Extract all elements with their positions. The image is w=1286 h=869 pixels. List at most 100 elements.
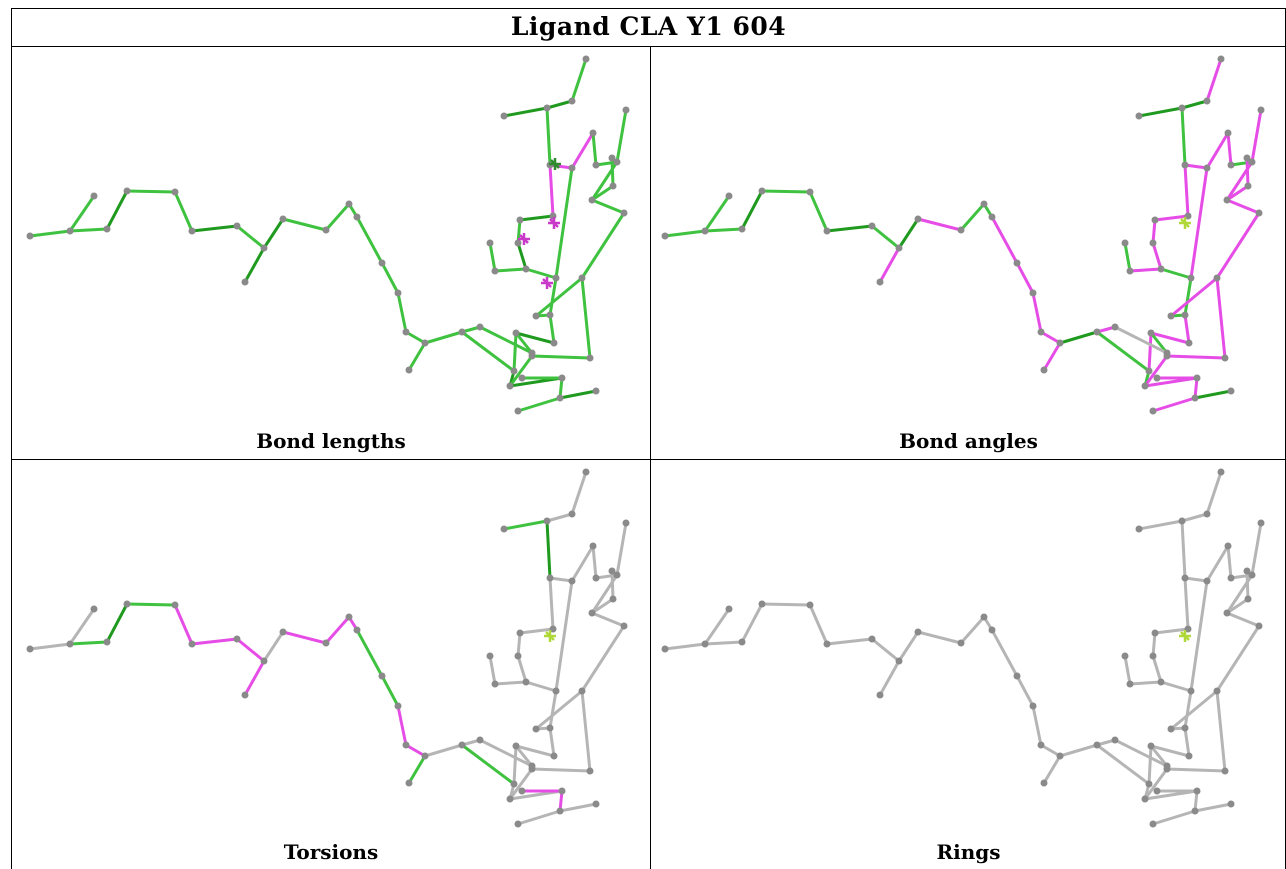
bond — [545, 512, 574, 523]
atom — [1149, 239, 1157, 247]
bond — [1137, 519, 1184, 531]
bond — [1015, 261, 1035, 295]
metal-center-marker — [1179, 630, 1191, 642]
bond — [488, 241, 497, 273]
atom — [1193, 374, 1201, 382]
bond — [1113, 325, 1169, 355]
bond — [1149, 331, 1191, 345]
bond — [545, 106, 552, 167]
atom — [500, 525, 508, 533]
bond — [570, 131, 595, 170]
bond — [959, 615, 986, 645]
bond — [1147, 331, 1153, 373]
atom — [1248, 571, 1256, 579]
bond — [703, 640, 744, 646]
atom — [550, 752, 558, 760]
bond — [959, 202, 986, 232]
atom — [518, 787, 526, 795]
bond — [1151, 654, 1163, 684]
atom — [1185, 339, 1193, 347]
atom — [1040, 779, 1048, 787]
bond — [545, 519, 552, 580]
bond — [502, 519, 549, 531]
atom — [66, 227, 74, 235]
atom — [758, 600, 766, 608]
bond — [125, 189, 177, 194]
bond — [1180, 519, 1187, 580]
bond — [740, 602, 764, 644]
atom — [608, 154, 616, 162]
atom — [458, 741, 466, 749]
bond — [1193, 802, 1233, 813]
bond — [68, 194, 96, 233]
bond — [1215, 211, 1261, 280]
bond — [548, 576, 555, 631]
bond — [190, 637, 239, 646]
bond — [615, 108, 628, 164]
bond — [512, 331, 518, 373]
divider-vertical — [650, 46, 651, 869]
atom — [556, 807, 564, 815]
bond — [760, 602, 812, 607]
bond — [548, 163, 574, 170]
bond — [554, 166, 574, 280]
bond — [663, 229, 707, 238]
bond — [404, 743, 427, 758]
bond — [1165, 767, 1227, 773]
atom — [516, 629, 524, 637]
bond — [534, 276, 584, 318]
atom — [589, 129, 597, 137]
bond — [524, 267, 558, 280]
bond — [590, 611, 626, 628]
atom — [1203, 510, 1211, 518]
atom — [1221, 767, 1229, 775]
atom — [1037, 328, 1045, 336]
atom — [1029, 289, 1037, 297]
atom — [514, 652, 522, 660]
atom — [957, 226, 965, 234]
atom — [123, 187, 131, 195]
atom — [1056, 339, 1064, 347]
metal-center-marker — [544, 630, 556, 642]
atom — [578, 274, 586, 282]
atom — [1185, 752, 1193, 760]
atom — [578, 687, 586, 695]
bond — [1015, 674, 1035, 708]
atom — [895, 657, 903, 665]
atom — [90, 605, 98, 613]
bond — [530, 354, 592, 360]
atom — [522, 678, 530, 686]
atom — [980, 200, 988, 208]
bond — [558, 802, 598, 813]
panel-bond-angles: Bond angles — [651, 47, 1286, 459]
bond — [1149, 744, 1191, 758]
atom — [1181, 161, 1189, 169]
atom — [322, 639, 330, 647]
bond — [262, 217, 285, 250]
bond — [508, 354, 534, 388]
atom — [1163, 765, 1171, 773]
atom — [421, 752, 429, 760]
atom — [1217, 468, 1225, 476]
bond — [1058, 743, 1099, 758]
atom — [988, 626, 996, 634]
caption-bond-angles: Bond angles — [899, 429, 1038, 453]
bond — [703, 607, 731, 646]
bond — [324, 202, 351, 232]
atom — [1217, 55, 1225, 63]
bond — [548, 276, 558, 317]
atom — [1149, 652, 1157, 660]
bond — [610, 569, 615, 601]
atom — [1181, 311, 1189, 319]
atom — [476, 323, 484, 331]
bond — [1205, 131, 1230, 170]
atom — [620, 209, 628, 217]
atom — [725, 192, 733, 200]
atom — [1244, 595, 1252, 603]
bond — [404, 330, 427, 345]
bond — [478, 325, 534, 355]
bond — [514, 744, 534, 768]
atom — [378, 259, 386, 267]
bond — [518, 214, 555, 222]
atom — [532, 725, 540, 733]
